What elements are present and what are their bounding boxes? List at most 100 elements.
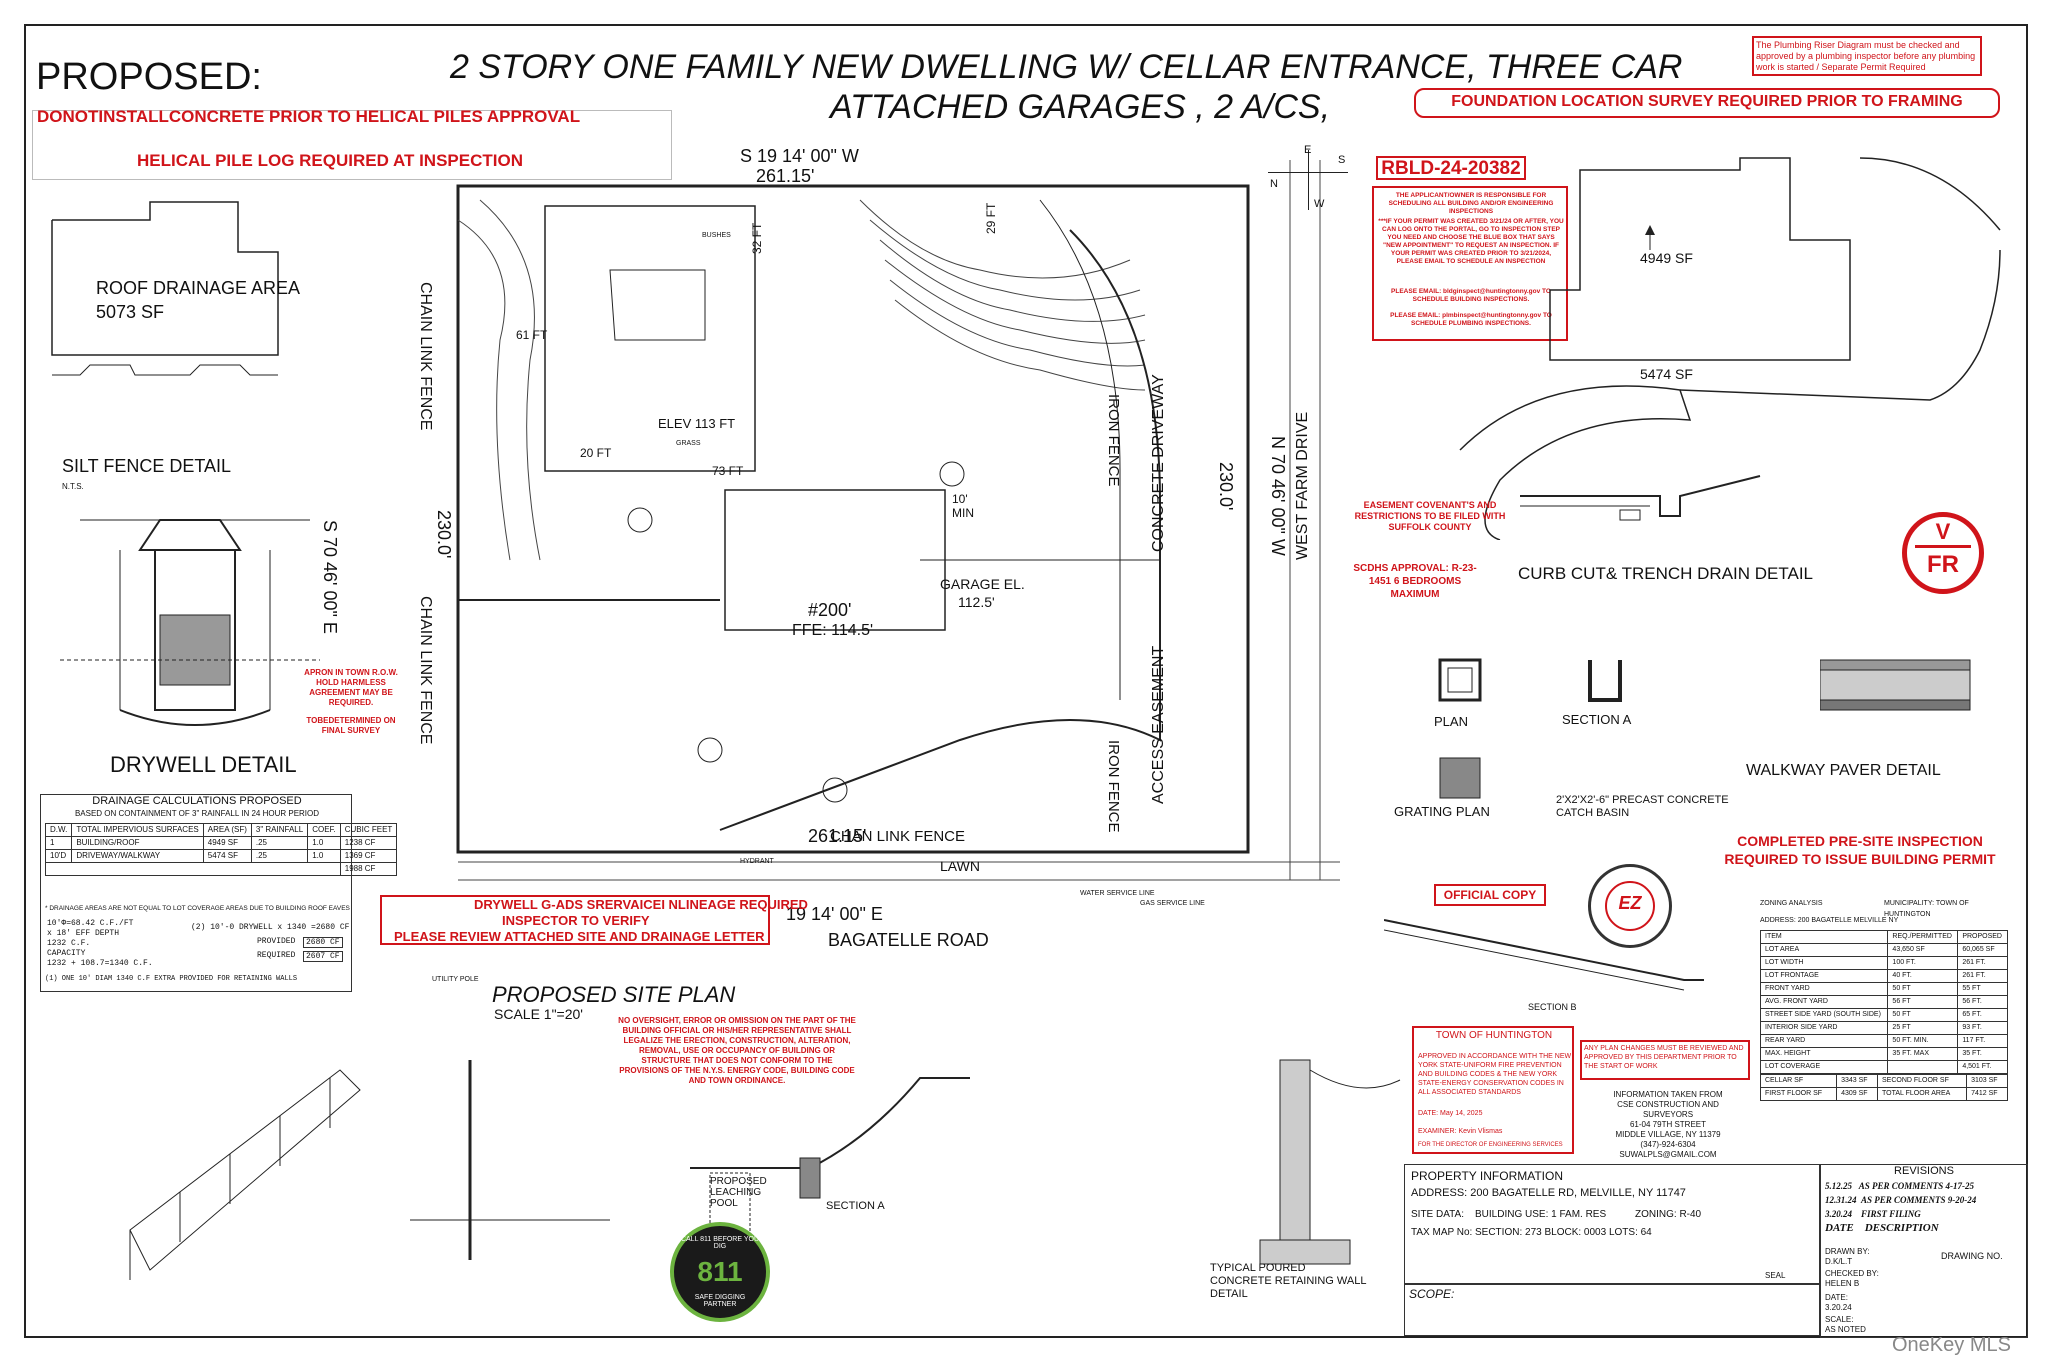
concrete-driveway-label: CONCRETE DRIVEWAY bbox=[1150, 374, 1167, 552]
logo-811: 811 bbox=[697, 1256, 743, 1287]
compass-e: E bbox=[1304, 144, 1312, 156]
cell: 55 FT bbox=[1957, 982, 2008, 996]
drainage-h-rain: 3" RAINFALL bbox=[250, 823, 309, 837]
zoning-muni: MUNICIPALITY: TOWN OF HUNTINGTON bbox=[1884, 900, 1969, 918]
house-area-1: 4949 SF bbox=[1640, 250, 1693, 266]
drainage-calculations: DRAINAGE CALCULATIONS PROPOSED BASED ON … bbox=[40, 794, 398, 992]
calc-line: 10'Φ=68.42 C.F./FT bbox=[47, 919, 134, 928]
roof-drainage-title: ROOF DRAINAGE AREA bbox=[96, 278, 301, 298]
cell: 100 FT. bbox=[1887, 956, 1959, 970]
table-row: CELLAR SF 3343 SF SECOND FLOOR SF 3103 S… bbox=[1759, 1074, 2008, 1088]
walkway-title: WALKWAY PAVER DETAIL bbox=[1746, 762, 1941, 779]
town-director: FOR THE DIRECTOR OF ENGINEERING SERVICES bbox=[1418, 1142, 1563, 1148]
cell: LOT AREA bbox=[1759, 943, 1889, 957]
cell: BUILDING/ROOF bbox=[71, 836, 204, 850]
vfr-line bbox=[1915, 545, 1971, 548]
scope-box: SCOPE: bbox=[1404, 1284, 1820, 1336]
drainage-calc-block: 10'Φ=68.42 C.F./FT x 18' EFF DEPTH 1232 … bbox=[47, 919, 153, 969]
town-approved: APPROVED IN ACCORDANCE WITH THE NEW YORK… bbox=[1418, 1053, 1572, 1096]
info-line: INFORMATION TAKEN FROM bbox=[1613, 1090, 1723, 1099]
bagatelle-road: BAGATELLE ROAD bbox=[828, 930, 989, 950]
helical-notice-box: DONOTINSTALLCONCRETE PRIOR TO HELICAL PI… bbox=[32, 107, 672, 180]
cell: 43,650 SF bbox=[1887, 943, 1959, 957]
easement-note: EASEMENT COVENANT'S AND RESTRICTIONS TO … bbox=[1354, 500, 1506, 532]
revision-date: 5.12.25 bbox=[1825, 1181, 1852, 1191]
vfr-fr: FR bbox=[1927, 551, 1959, 578]
vfr-v: V bbox=[1935, 519, 1951, 544]
info-line: SUWALPLS@GMAIL.COM bbox=[1619, 1150, 1717, 1159]
cell: 3103 SF bbox=[1966, 1074, 2008, 1088]
drainage-req-label: REQUIRED bbox=[257, 951, 296, 960]
distance-top: 261.15' bbox=[756, 166, 815, 186]
tax-map-section: SECTION: 273 BLOCK: 0003 LOTS: 64 bbox=[1475, 1227, 1652, 1238]
cell: 4949 SF bbox=[202, 836, 252, 850]
town-date: DATE: May 14, 2025 bbox=[1418, 1110, 1483, 1117]
drainage-table: D.W. TOTAL IMPERVIOUS SURFACES AREA (SF)… bbox=[44, 823, 398, 876]
site-data-label: SITE DATA: bbox=[1411, 1209, 1464, 1220]
drainage-h-dw: D.W. bbox=[44, 823, 73, 837]
property-info: PROPERTY INFORMATION ADDRESS: 200 BAGATE… bbox=[1404, 1164, 1820, 1284]
cell: INTERIOR SIDE YARD bbox=[1759, 1021, 1889, 1035]
town-examiner: EXAMINER: Kevin Vlismas bbox=[1418, 1128, 1503, 1135]
logo-safe-text: SAFE DIGGING PARTNER bbox=[694, 1294, 746, 1308]
cell: 1 bbox=[44, 836, 73, 850]
seal-initials: EZ bbox=[1618, 893, 1642, 913]
cell: 4,501 FT. bbox=[1957, 1060, 2008, 1074]
drainage-note: * DRAINAGE AREAS ARE NOT EQUAL TO LOT CO… bbox=[45, 905, 350, 912]
catch-basin-detail bbox=[1438, 658, 1622, 799]
calc-line: x 18' EFF DEPTH bbox=[47, 929, 120, 938]
zoning-address: ADDRESS: 200 BAGATELLE MELVILLE NY bbox=[1760, 917, 1899, 924]
drainage-subtitle: BASED ON CONTAINMENT OF 3" RAINFALL IN 2… bbox=[74, 809, 320, 818]
calc-line: 1232 C.F. bbox=[47, 939, 91, 948]
cell: SECOND FLOOR SF bbox=[1876, 1074, 1968, 1088]
scdhs-note: SCDHS APPROVAL: R-23-1451 6 BEDROOMS MAX… bbox=[1353, 563, 1477, 600]
cell: DRIVEWAY/WALKWAY bbox=[71, 849, 204, 863]
dim-61ft: 61 FT bbox=[516, 328, 548, 342]
revision-date-header: DATE bbox=[1825, 1222, 1854, 1234]
cell: 117 FT. bbox=[1957, 1034, 2008, 1048]
cell: 50 FT bbox=[1887, 1008, 1959, 1022]
north-arrow: E S N W bbox=[1268, 144, 1348, 210]
cell: 93 FT. bbox=[1957, 1021, 2008, 1035]
scope-label: SCOPE: bbox=[1409, 1287, 1455, 1301]
permit-text-3: PLEASE EMAIL: bldginspect@huntingtonny.g… bbox=[1391, 288, 1551, 303]
section-b-label: SECTION B bbox=[1528, 1002, 1577, 1012]
leaching-pool-label: PROPOSED LEACHING POOL bbox=[710, 1176, 767, 1209]
compass-w: W bbox=[1314, 198, 1325, 210]
distance-bottom: 261.15' bbox=[808, 826, 867, 846]
cell: 261 FT. bbox=[1957, 956, 2008, 970]
cell: REAR YARD bbox=[1759, 1034, 1889, 1048]
cell: 50 FT. MIN. bbox=[1887, 1034, 1959, 1048]
permit-box: RBLD-24-20382 THE APPLICANT/OWNER IS RES… bbox=[1372, 156, 1568, 341]
cell: 10'D bbox=[44, 849, 73, 863]
grass-label: GRASS bbox=[676, 440, 701, 447]
section-a-label: SECTION A bbox=[1562, 712, 1632, 727]
table-row: 1 BUILDING/ROOF 4949 SF .25 1.0 1238 CF bbox=[44, 836, 398, 850]
revision-desc: FIRST FILING bbox=[1861, 1209, 1921, 1219]
table-row: FIRST FLOOR SF 4309 SF TOTAL FLOOR AREA … bbox=[1759, 1087, 2008, 1101]
min-label: 10' MIN bbox=[952, 492, 974, 520]
drywell-red-notice-box: DRYWELL G-ADS SRERVAICEI NLINEAGE REQUIR… bbox=[380, 895, 808, 945]
info-line: CSE CONSTRUCTION AND SURVEYORS bbox=[1617, 1100, 1719, 1119]
retaining-wall-drawing bbox=[1259, 1059, 1401, 1265]
drainage-h-area: AREA (SF) bbox=[202, 823, 252, 837]
roof-drainage-outline bbox=[51, 201, 279, 376]
info-taken-block: INFORMATION TAKEN FROM CSE CONSTRUCTION … bbox=[1598, 1090, 1738, 1160]
revision-row: 5.12.25 AS PER COMMENTS 4-17-25 12.31.24… bbox=[1825, 1179, 1976, 1235]
revision-desc: AS PER COMMENTS 4-17-25 bbox=[1858, 1181, 1975, 1191]
drainage-total: 1988 CF bbox=[339, 862, 398, 876]
drainage-provided: (2) 10'-0 DRYWELL x 1340 =2680 CF bbox=[191, 923, 350, 932]
tax-map-label: TAX MAP No: bbox=[1411, 1227, 1473, 1238]
bearing-left: S 70 46' 00" E bbox=[320, 520, 340, 634]
concrete-notice: DONOTINSTALLCONCRETE PRIOR TO HELICAL PI… bbox=[37, 107, 581, 126]
permit-text-4: PLEASE EMAIL: plmbinspect@huntingtonny.g… bbox=[1390, 312, 1552, 327]
cell: ITEM bbox=[1759, 930, 1889, 944]
cell: 1238 CF bbox=[339, 836, 398, 850]
cell: 40 FT. bbox=[1887, 969, 1959, 983]
zoning-header-row: ITEM REQ./PERMITTED PROPOSED bbox=[1759, 930, 2008, 944]
